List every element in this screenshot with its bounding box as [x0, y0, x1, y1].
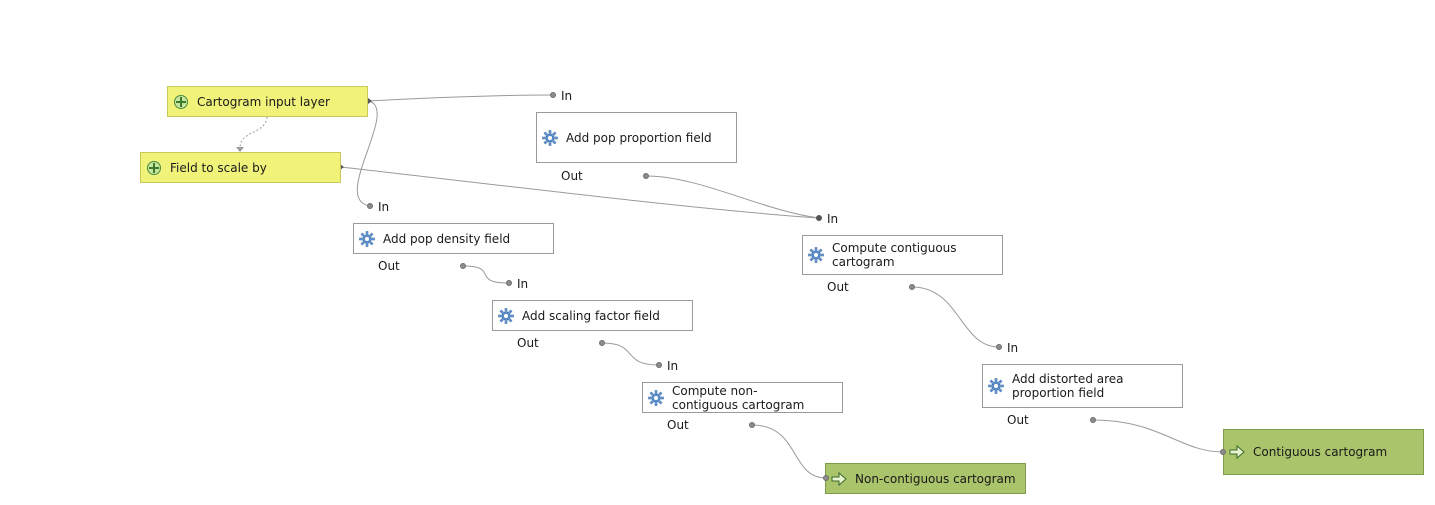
port-dot-out[interactable] [749, 422, 755, 428]
port-out-label: Out [1007, 413, 1029, 427]
edge-field-to-contiguous [340, 166, 820, 219]
edge-noncontig-to-output [751, 424, 827, 479]
input-layer-anchor [368, 98, 372, 104]
port-dot-in[interactable] [823, 475, 829, 481]
edge-distorted-to-output [1092, 419, 1224, 453]
node-label: Compute non-contiguous cartogram [672, 383, 805, 412]
add-distorted-area-node[interactable]: Add distorted area proportion field [982, 364, 1183, 408]
edge-scaling-to-noncontig [601, 342, 660, 366]
port-in-label: In [827, 212, 839, 226]
edge-dependency [239, 116, 268, 149]
edge-proportion-to-contiguous [645, 175, 820, 219]
port-dot-out[interactable] [599, 340, 605, 346]
port-dot-out[interactable] [1090, 417, 1096, 423]
node-label: Cartogram input layer [197, 94, 330, 109]
port-in-label: In [517, 277, 529, 291]
gear-algorithm-icon [359, 230, 375, 247]
node-label: Compute contiguous cartogram [832, 241, 957, 269]
port-out-label: Out [561, 169, 583, 183]
field-to-scale-by-node[interactable]: Field to scale by [140, 152, 341, 183]
output-arrow-icon [1229, 444, 1245, 460]
node-label: Non-contiguous cartogram [855, 471, 1016, 486]
port-in-label: In [1007, 341, 1019, 355]
non-contiguous-output-node[interactable]: Non-contiguous cartogram [825, 463, 1026, 494]
port-dot-in[interactable] [367, 203, 373, 209]
cartogram-input-layer-node[interactable]: Cartogram input layer [167, 86, 368, 117]
node-label: Add pop proportion field [566, 130, 712, 145]
node-label: Add distorted area proportion field [1012, 372, 1124, 400]
add-pop-density-field-node[interactable]: Add pop density field [353, 223, 554, 254]
edge-input-to-proportion [368, 94, 554, 102]
port-dot-in[interactable] [1220, 449, 1226, 455]
port-in-label: In [561, 89, 573, 103]
port-dot-in[interactable] [996, 344, 1002, 350]
gear-algorithm-icon [648, 389, 664, 406]
port-dot-out[interactable] [460, 263, 466, 269]
edge-contiguous-to-distorted [911, 286, 1000, 348]
port-out-label: Out [827, 280, 849, 294]
output-arrow-icon [831, 471, 847, 486]
contiguous-output-node[interactable]: Contiguous cartogram [1223, 429, 1424, 475]
node-label: Field to scale by [170, 160, 267, 175]
gear-algorithm-icon [542, 129, 558, 146]
dependency-arrow [236, 147, 244, 152]
port-dot-in[interactable] [506, 280, 512, 286]
gear-algorithm-icon [988, 378, 1004, 394]
compute-contiguous-node[interactable]: Compute contiguous cartogram [802, 235, 1003, 275]
port-dot-out[interactable] [643, 173, 649, 179]
node-label: Contiguous cartogram [1253, 445, 1388, 459]
add-pop-proportion-field-node[interactable]: Add pop proportion field [536, 112, 737, 163]
port-in-label: In [667, 359, 679, 373]
input-plus-icon [174, 94, 188, 109]
port-out-label: Out [378, 259, 400, 273]
port-dot-in[interactable] [550, 92, 556, 98]
node-label: Add scaling factor field [522, 308, 660, 323]
compute-non-contiguous-node[interactable]: Compute non-contiguous cartogram [642, 382, 843, 413]
contiguous-in-anchor [816, 215, 822, 221]
edge-input-to-density [356, 100, 378, 207]
gear-algorithm-icon [498, 307, 514, 324]
port-dot-out[interactable] [909, 284, 915, 290]
port-out-label: Out [517, 336, 539, 350]
field-anchor [340, 164, 344, 170]
port-dot-in[interactable] [656, 362, 662, 368]
add-scaling-factor-field-node[interactable]: Add scaling factor field [492, 300, 693, 331]
port-out-label: Out [667, 418, 689, 432]
gear-algorithm-icon [808, 247, 824, 263]
port-in-label: In [378, 200, 390, 214]
node-label: Add pop density field [383, 231, 511, 246]
input-plus-icon [147, 160, 161, 175]
edge-density-to-scaling [462, 265, 510, 284]
